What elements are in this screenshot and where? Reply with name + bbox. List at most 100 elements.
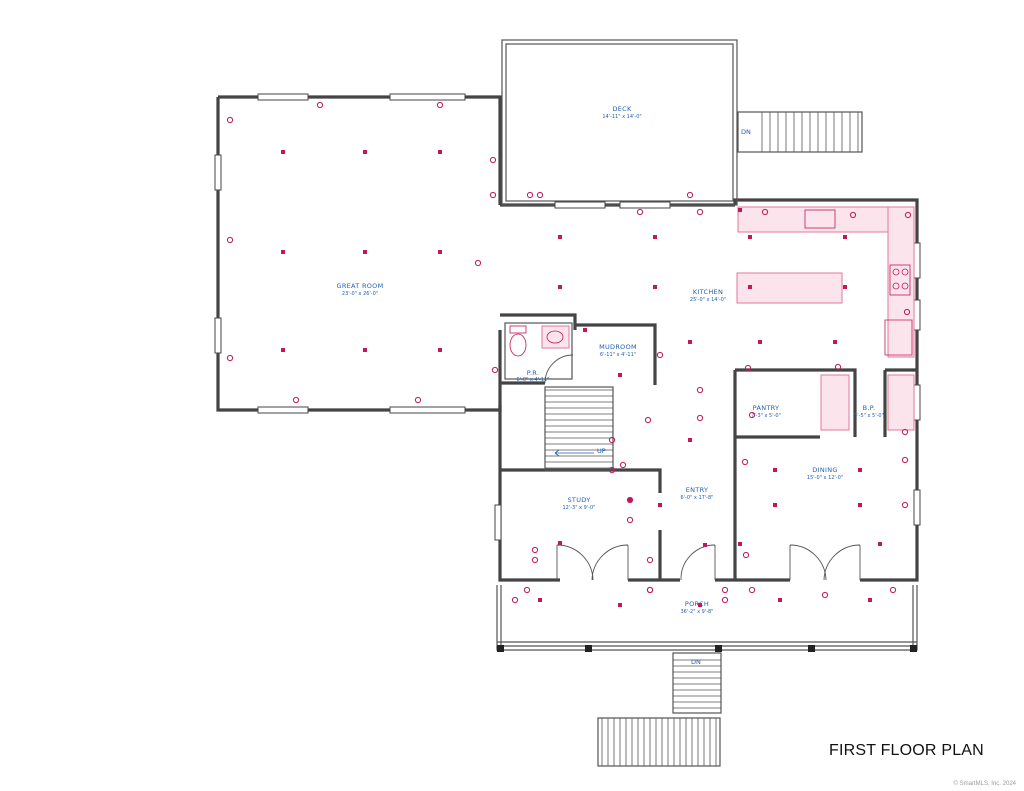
bp-label: B.P. — [863, 404, 876, 412]
ceiling-fixture — [438, 250, 442, 254]
electrical-outlet — [536, 191, 544, 199]
electrical-outlet — [226, 116, 234, 124]
electrical-outlet — [414, 396, 422, 404]
ceiling-fixture — [773, 468, 777, 472]
ceiling-fixture — [738, 542, 742, 546]
powder-room-label: P.R. — [527, 369, 540, 377]
ceiling-fixture — [688, 340, 692, 344]
electrical-outlet — [316, 101, 324, 109]
ceiling-fixture — [538, 598, 542, 602]
ceiling-fixture — [748, 235, 752, 239]
electrical-outlet — [748, 411, 756, 419]
electrical-outlet — [646, 556, 654, 564]
door-swings — [544, 354, 861, 581]
electrical-outlet — [226, 354, 234, 362]
electrical-symbols — [226, 101, 912, 607]
dining-label: DINING — [812, 466, 837, 474]
pantry-dims: 7'-3" x 5'-0" — [751, 413, 781, 419]
electrical-outlet — [608, 466, 616, 474]
ceiling-fixture — [688, 438, 692, 442]
electrical-outlet — [901, 428, 909, 436]
ceiling-fixture — [653, 235, 657, 239]
porch-label: PORCH — [685, 600, 709, 608]
electrical-outlet — [656, 351, 664, 359]
porch-stair-down-label: DN — [691, 658, 701, 666]
electrical-outlet — [489, 191, 497, 199]
deck-stair-down-label: DN — [741, 128, 751, 136]
ceiling-fixture — [363, 348, 367, 352]
powder-room-dims: 6'-0" x 4'-11" — [516, 377, 549, 383]
electrical-outlet — [292, 396, 300, 404]
electrical-outlet — [491, 366, 499, 374]
ceiling-fixture — [281, 250, 285, 254]
ceiling-fixture — [281, 348, 285, 352]
kitchen-dims: 25'-0" x 14'-0" — [690, 297, 726, 303]
electrical-outlet — [741, 458, 749, 466]
electrical-outlet — [511, 596, 519, 604]
ceiling-fixture — [868, 598, 872, 602]
kitchen-cabinets — [541, 206, 915, 431]
stair-direction-arrow — [554, 449, 594, 457]
electrical-outlet — [903, 308, 911, 316]
ceiling-fixture — [558, 235, 562, 239]
electrical-outlet — [523, 586, 531, 594]
ceiling-fixture — [628, 498, 632, 502]
ceiling-fixture — [438, 150, 442, 154]
ceiling-fixture — [858, 468, 862, 472]
electrical-outlet — [526, 191, 534, 199]
electrical-outlet — [901, 456, 909, 464]
thin-walls — [496, 39, 918, 767]
dining-dims: 15'-0" x 12'-0" — [807, 475, 843, 481]
ceiling-fixture — [618, 373, 622, 377]
electrical-outlet — [821, 591, 829, 599]
electrical-outlet — [474, 259, 482, 267]
bp-dims: 5'-5" x 5'-0" — [854, 413, 884, 419]
electrical-outlet — [531, 546, 539, 554]
electrical-outlet — [889, 586, 897, 594]
electrical-outlet — [696, 414, 704, 422]
electrical-outlet — [646, 586, 654, 594]
ceiling-fixture — [558, 285, 562, 289]
electrical-outlet — [834, 363, 842, 371]
electrical-outlet — [619, 461, 627, 469]
ceiling-fixture — [843, 285, 847, 289]
great-room-label: GREAT ROOM — [337, 282, 384, 290]
electrical-outlet — [901, 501, 909, 509]
electrical-outlet — [489, 156, 497, 164]
electrical-outlet — [226, 236, 234, 244]
ceiling-fixture — [843, 235, 847, 239]
electrical-outlet — [696, 386, 704, 394]
electrical-outlet — [721, 596, 729, 604]
ceiling-fixture — [698, 603, 702, 607]
electrical-outlet — [644, 416, 652, 424]
ceiling-fixture — [658, 503, 662, 507]
electrical-outlet — [636, 208, 644, 216]
room-labels: DECK 14'-11" x 14'-0" GREAT ROOM 23'-0" … — [337, 105, 884, 666]
ceiling-fixture — [583, 328, 587, 332]
ceiling-fixture — [738, 208, 742, 212]
electrical-outlet — [686, 191, 694, 199]
ceiling-fixture — [363, 150, 367, 154]
great-room-dims: 23'-0" x 26'-0" — [342, 291, 378, 297]
appliances — [509, 209, 913, 357]
deck-label: DECK — [612, 105, 632, 113]
electrical-outlet — [531, 556, 539, 564]
ceiling-fixture — [878, 542, 882, 546]
ceiling-fixture — [778, 598, 782, 602]
mudroom-dims: 6'-11" x 4'-11" — [600, 352, 636, 358]
ceiling-fixture — [758, 340, 762, 344]
ceiling-fixture — [438, 348, 442, 352]
porch-posts — [497, 645, 917, 652]
ceiling-fixture — [833, 340, 837, 344]
electrical-outlet — [904, 211, 912, 219]
stair-treads — [545, 112, 859, 766]
mudroom-label: MUDROOM — [599, 343, 637, 351]
electrical-outlet — [436, 101, 444, 109]
porch-dims: 36'-2" x 9'-8" — [680, 609, 713, 615]
pantry-label: PANTRY — [753, 404, 780, 412]
kitchen-label: KITCHEN — [693, 288, 723, 296]
electrical-outlet — [742, 551, 750, 559]
ceiling-fixture — [858, 503, 862, 507]
entry-label: ENTRY — [686, 486, 709, 494]
